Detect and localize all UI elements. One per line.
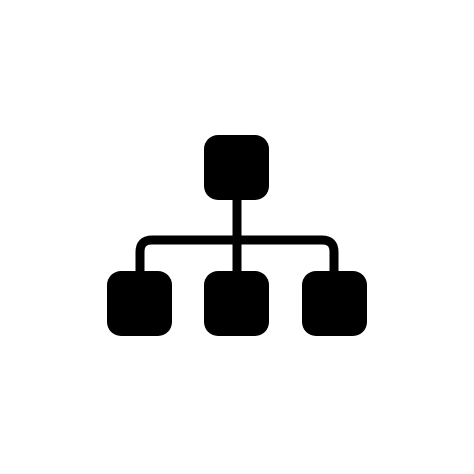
parent-node [204, 135, 269, 200]
connector-lines [135, 195, 339, 277]
child-node-left [107, 271, 172, 336]
child-node-right [302, 271, 367, 336]
child-node-center [204, 271, 269, 336]
branch-line [135, 235, 339, 277]
